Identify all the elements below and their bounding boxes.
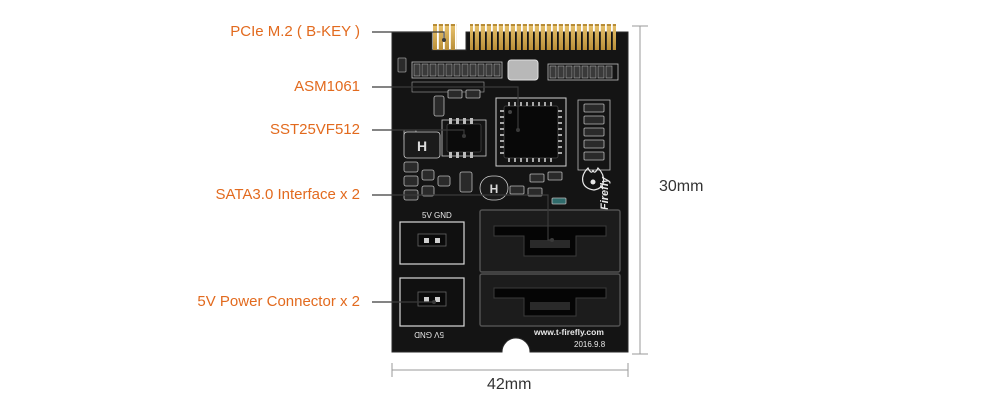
callout-sst25vf512: SST25VF512 <box>269 121 360 138</box>
top-resistor-row <box>397 57 619 93</box>
asm1061-chip <box>495 97 567 167</box>
height-dimension-label: 30mm <box>659 178 704 195</box>
callout-asm1061: ASM1061 <box>294 78 360 95</box>
round-inductor: H <box>479 175 509 201</box>
sata-port-top <box>479 209 621 273</box>
firefly-logo: Firefly <box>582 166 611 210</box>
svg-text:H: H <box>490 182 499 196</box>
pcie-edge-connector <box>433 24 616 50</box>
power-connector-top: 5V GND <box>399 211 465 265</box>
leader-asm1061 <box>372 86 519 130</box>
inductor: H <box>403 131 441 159</box>
width-dimension-label: 42mm <box>487 376 532 393</box>
power-bottom-label: 5V GND <box>414 330 444 339</box>
sata-port-bottom <box>479 273 621 327</box>
power-top-label: 5V GND <box>422 211 452 220</box>
logo-text: Firefly <box>599 176 611 210</box>
callout-sata-interface: SATA3.0 Interface x 2 <box>215 186 360 203</box>
height-dimension-line <box>632 25 648 355</box>
leader-endpoints <box>432 38 554 304</box>
callout-power-connector: 5V Power Connector x 2 <box>197 293 360 310</box>
date-text: 2016.9.8 <box>574 340 606 349</box>
passive-components <box>403 89 611 205</box>
svg-text:H: H <box>417 138 427 154</box>
leader-pcie <box>372 31 445 40</box>
crystal-oscillator <box>507 59 539 81</box>
website-text: www.t-firefly.com <box>533 327 604 337</box>
width-dimension-line <box>391 363 629 377</box>
callout-pcie-m2: PCIe M.2 ( B-KEY ) <box>230 23 360 40</box>
